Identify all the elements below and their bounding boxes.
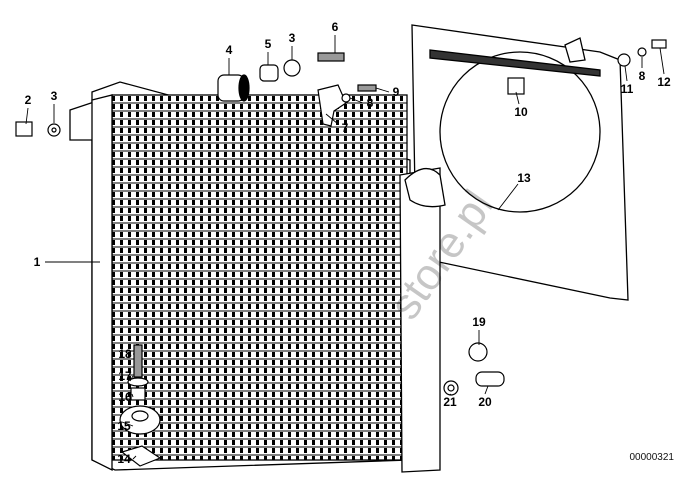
- part-label-1: 1: [33, 255, 41, 269]
- part-label-5: 5: [264, 37, 272, 51]
- part-label-16: 16: [118, 390, 132, 404]
- part-label-18: 18: [118, 347, 132, 361]
- part-label-15: 15: [117, 419, 131, 433]
- part-label-4: 4: [225, 43, 233, 57]
- part-label-7: 7: [341, 121, 349, 135]
- part-label-14: 14: [117, 452, 131, 466]
- part-label-3: 3: [288, 31, 296, 45]
- part-label-12: 12: [657, 75, 671, 89]
- part-label-13: 13: [517, 171, 531, 185]
- part-label-10: 10: [514, 105, 528, 119]
- diagram-code: 00000321: [629, 452, 675, 463]
- fan-shroud: [411, 24, 629, 301]
- part-label-3: 3: [50, 89, 58, 103]
- leader-lines: [25, 35, 665, 460]
- part-label-17: 17: [118, 369, 132, 383]
- small-parts: [15, 39, 667, 467]
- part-label-20: 20: [478, 395, 492, 409]
- part-label-19: 19: [472, 315, 486, 329]
- part-label-8: 8: [638, 69, 646, 83]
- part-label-2: 2: [24, 93, 32, 107]
- part-label-6: 6: [331, 20, 339, 34]
- part-label-9: 9: [392, 85, 400, 99]
- part-label-11: 11: [620, 82, 634, 96]
- part-label-21: 21: [443, 395, 457, 409]
- part-label-8: 8: [366, 96, 374, 110]
- radiator: [69, 81, 446, 473]
